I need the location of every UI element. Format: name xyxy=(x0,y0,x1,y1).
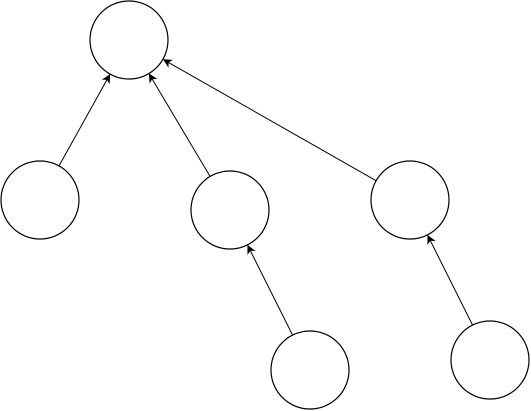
node-circle-middle-child xyxy=(190,170,270,250)
node-middle-child xyxy=(190,170,270,250)
node-circle-right-grandchild xyxy=(450,320,530,400)
node-circle-right-child xyxy=(370,160,450,240)
node-left-child xyxy=(0,160,80,240)
edge-right-child-to-root xyxy=(162,59,377,182)
edges-layer xyxy=(58,59,474,336)
node-right-child xyxy=(370,160,450,240)
node-middle-grandchild xyxy=(270,330,350,410)
edge-right-grandchild-to-right-child xyxy=(427,234,474,326)
edge-left-child-to-root xyxy=(58,74,111,167)
node-circle-middle-grandchild xyxy=(270,330,350,410)
node-circle-root xyxy=(89,0,169,80)
node-circle-left-child xyxy=(0,160,80,240)
edge-middle-grandchild-to-middle-child xyxy=(247,244,294,336)
node-right-grandchild xyxy=(450,320,530,400)
node-root xyxy=(89,0,169,80)
edge-middle-child-to-root xyxy=(148,73,211,177)
